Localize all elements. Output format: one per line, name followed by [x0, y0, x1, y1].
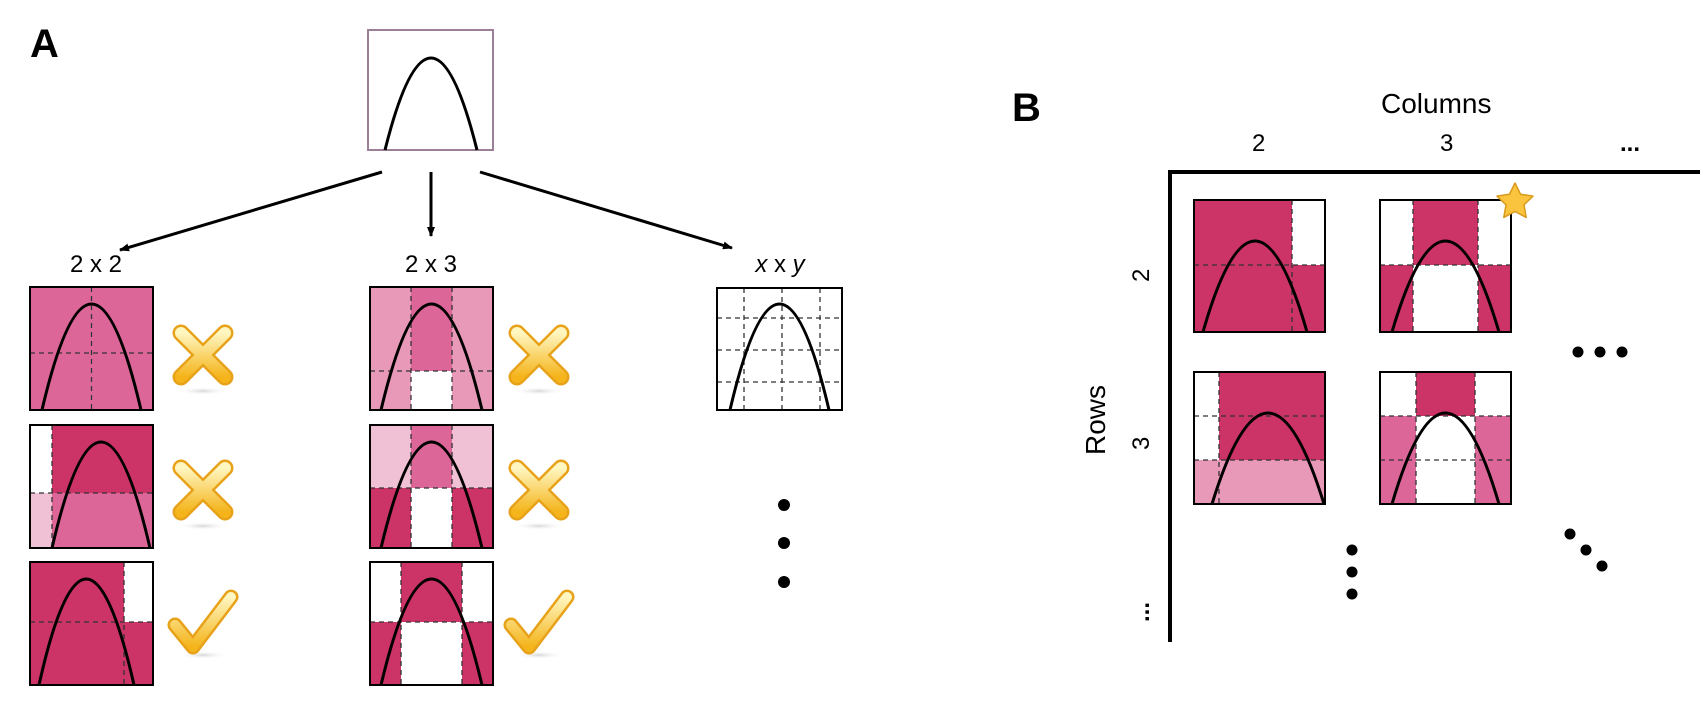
grid-2x3-candidate-3 — [369, 561, 494, 686]
result-mark-1 — [172, 324, 234, 395]
matrix-cell-r3-c3 — [1379, 371, 1512, 505]
result-mark-6 — [503, 589, 575, 659]
grid-2x2-candidate-3 — [29, 561, 154, 686]
result-mark-5 — [508, 459, 570, 530]
cross-icon — [508, 324, 570, 395]
col-tick-2: 2 — [1252, 130, 1266, 157]
rows-axis-title: Rows — [1080, 384, 1111, 455]
cross-icon — [172, 324, 234, 395]
panel-b-letter: B — [1012, 86, 1041, 130]
cross-icon — [508, 459, 570, 530]
split-arrows — [119, 170, 733, 252]
grid-2x2-candidate-1 — [29, 286, 154, 411]
parent-curve-box — [367, 29, 494, 151]
grid-2x2-candidate-2 — [29, 424, 154, 549]
arrow-to-2x2 — [119, 170, 383, 252]
result-mark-4 — [508, 324, 570, 395]
more-grids-ellipsis — [778, 499, 790, 588]
diagonal-ellipsis — [1564, 528, 1608, 572]
row-tick-2: 2 — [1128, 268, 1155, 282]
cross-icon — [172, 459, 234, 530]
columns-axis-title: Columns — [1381, 88, 1492, 119]
matrix-cell-r2-c2 — [1193, 199, 1326, 333]
grid-label-y-var: y — [792, 251, 805, 278]
arrow-to-xxy — [479, 170, 733, 250]
more-rows-ellipsis — [1346, 544, 1358, 600]
grid-label-2x3: 2 x 3 — [404, 251, 458, 278]
panel-a-letter: A — [30, 22, 59, 66]
grid-xxy-example — [716, 287, 843, 411]
col-tick-more: ... — [1620, 130, 1641, 157]
grid-label-x-var: x — [755, 251, 768, 278]
matrix-cell-r2-c3 — [1379, 199, 1512, 333]
check-icon — [167, 589, 239, 659]
row-tick-3: 3 — [1128, 436, 1155, 450]
grid-label-xxy: x x y — [755, 251, 804, 279]
grid-2x3-candidate-1 — [369, 286, 494, 411]
matrix-cell-r3-c2 — [1193, 371, 1326, 505]
parent-curve — [383, 56, 479, 151]
matrix-axes — [1168, 170, 1700, 642]
grid-label-x-sep: x — [767, 251, 793, 278]
result-mark-2 — [172, 459, 234, 530]
grid-2x3-candidate-2 — [369, 424, 494, 549]
grid-label-2x2: 2 x 2 — [69, 251, 123, 278]
more-columns-ellipsis — [1572, 346, 1628, 358]
col-tick-3: 3 — [1440, 130, 1454, 157]
result-mark-3 — [167, 589, 239, 659]
check-icon — [503, 589, 575, 659]
row-tick-more: ... — [1128, 601, 1155, 622]
star-icon — [1496, 182, 1534, 219]
